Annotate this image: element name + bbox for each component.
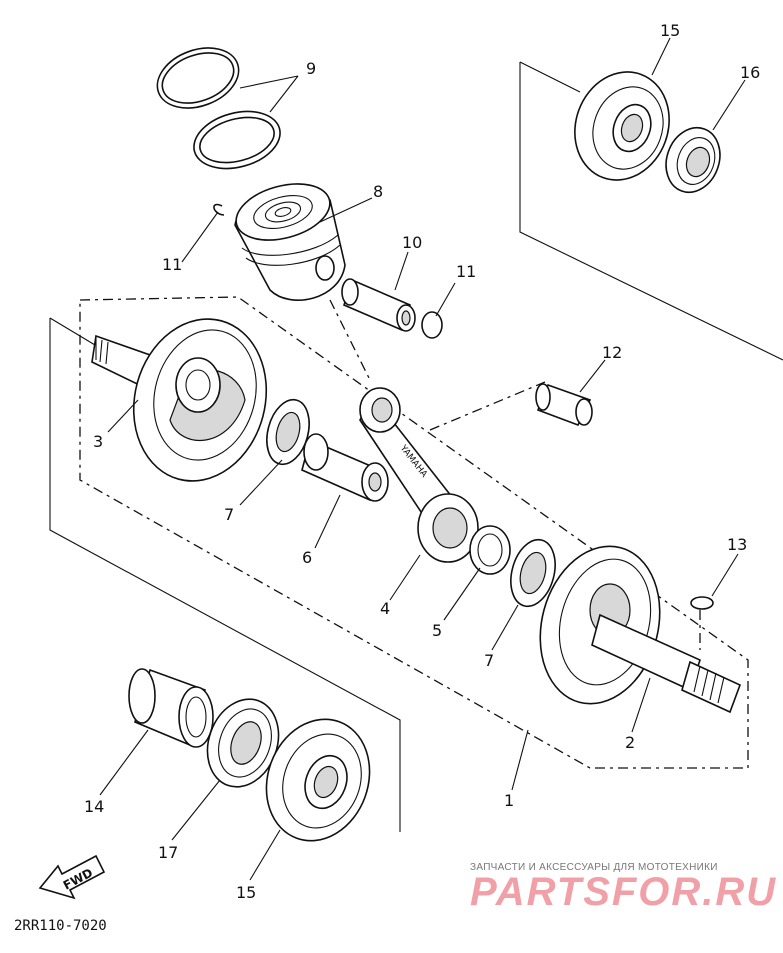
callout-15-top: 15	[660, 21, 680, 40]
callout-12: 12	[602, 343, 622, 362]
washer-left	[266, 398, 310, 466]
crank-right	[539, 545, 742, 714]
callout-13: 13	[727, 535, 747, 554]
needle-bearing-small-end	[535, 383, 593, 427]
washer-right	[510, 538, 556, 608]
needle-bearing-big-end	[469, 525, 511, 575]
callout-16: 16	[740, 63, 760, 82]
callout-17: 17	[158, 843, 178, 862]
piston-ring-top	[156, 47, 240, 109]
watermark-brand: PARTSFOR.RU	[470, 870, 777, 914]
callout-9: 9	[306, 59, 316, 78]
bearing-top	[574, 71, 670, 181]
callout-4: 4	[380, 599, 390, 618]
piston	[234, 183, 346, 301]
piston-ring-second	[193, 110, 281, 170]
bearing-bottom	[265, 718, 371, 842]
callout-10: 10	[402, 233, 422, 252]
callout-7-right: 7	[484, 651, 494, 670]
callout-1: 1	[504, 791, 514, 810]
diagram-code: 2RR110-7020	[14, 918, 107, 934]
watermark-caption: ЗАПЧАСТИ И АКСЕССУАРЫ ДЛЯ МОТОТЕХНИКИ	[470, 862, 718, 873]
callout-14: 14	[84, 797, 104, 816]
collar	[128, 668, 214, 748]
callout-7-left: 7	[224, 505, 234, 524]
fwd-arrow: FWD	[38, 854, 106, 900]
callout-5: 5	[432, 621, 442, 640]
callout-3: 3	[93, 432, 103, 451]
callout-8: 8	[373, 182, 383, 201]
callout-11-left: 11	[162, 255, 182, 274]
connecting-rod: YAMAHA	[359, 387, 479, 563]
crank-left	[91, 318, 268, 482]
oil-seal-top	[665, 126, 721, 194]
watermark: ЗАПЧАСТИ И АКСЕССУАРЫ ДЛЯ МОТОТЕХНИКИ PA…	[470, 862, 777, 914]
woodruff-key	[690, 596, 714, 610]
crank-pin	[301, 433, 389, 502]
leader-lines	[99, 37, 746, 881]
callout-numbers: 9 8 10 11 11 12 15 16 3 7 6 4 5 7 13 2 1…	[84, 21, 760, 902]
callout-11-right: 11	[456, 262, 476, 281]
circlip-right	[421, 311, 443, 339]
callout-15-bottom: 15	[236, 883, 256, 902]
circlip-left	[213, 203, 225, 216]
callout-2: 2	[625, 733, 635, 752]
callout-6: 6	[302, 548, 312, 567]
piston-pin	[341, 278, 416, 332]
